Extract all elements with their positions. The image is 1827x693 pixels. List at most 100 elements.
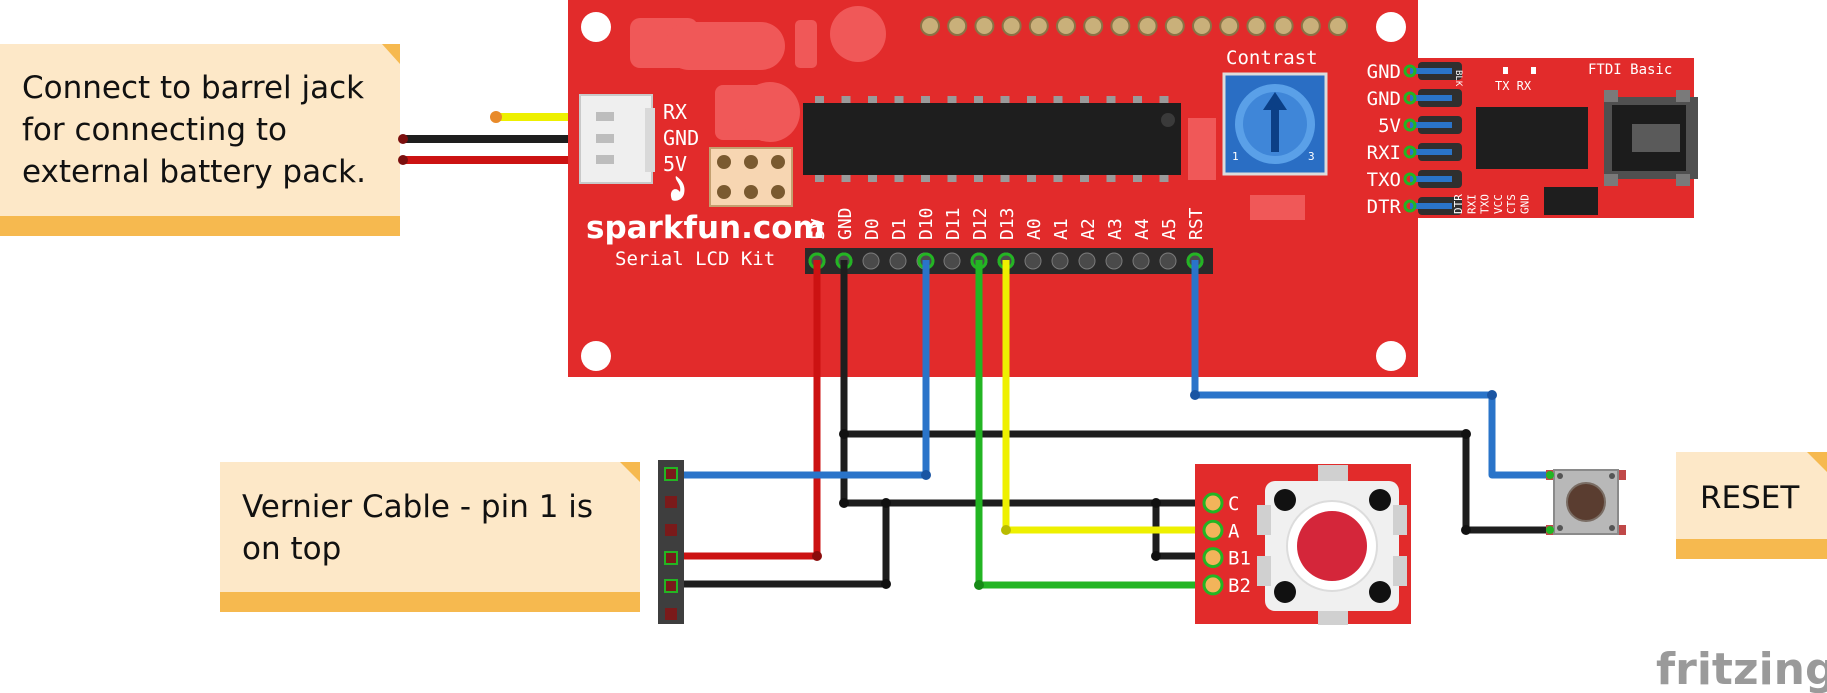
header-pin <box>943 252 961 270</box>
ftdi-pin-label: VCC <box>1492 194 1505 214</box>
brand-text: sparkfun.com <box>586 210 825 246</box>
header-pin <box>1051 252 1069 270</box>
top-pad <box>1192 16 1212 36</box>
chip-pin <box>868 96 877 105</box>
side-pin <box>1403 145 1417 159</box>
chip-pin <box>1027 173 1036 182</box>
chip-pin <box>1080 96 1089 105</box>
side-pin <box>1403 199 1417 213</box>
button-pin-label: A <box>1228 520 1240 542</box>
header-pin <box>1105 252 1123 270</box>
top-pad <box>1219 16 1240 36</box>
header-pin <box>1159 252 1177 270</box>
side-label: TXO <box>1367 169 1401 191</box>
button-pin <box>1202 574 1224 596</box>
chip-pin <box>921 96 930 105</box>
header-pin <box>862 252 880 270</box>
note-barrel-text: Connect to barrel jack for connecting to… <box>22 70 374 190</box>
button-pin <box>1202 547 1224 569</box>
chip-pin <box>1000 96 1010 105</box>
top-pad <box>1056 16 1076 36</box>
ftdi-pin-label: TXO <box>1479 194 1492 214</box>
header-label: D11 <box>943 207 964 240</box>
chip-pin <box>894 173 904 182</box>
wire-end <box>398 155 408 165</box>
button-pin <box>1202 519 1224 541</box>
sparkfun-logo: sparkfun.com Serial LCD Kit <box>586 176 825 270</box>
ftdi-pin-label: CTS <box>1505 194 1518 214</box>
wire-end <box>398 134 408 144</box>
top-pad-row <box>920 16 1348 36</box>
connector-label-gnd: GND <box>663 126 699 150</box>
chip-pin <box>1053 173 1063 182</box>
svg-text:3: 3 <box>1308 150 1315 163</box>
top-pad <box>920 16 940 36</box>
vernier-line: Vernier Cable - pin 1 is <box>242 489 593 525</box>
side-label: DTR <box>1367 196 1402 218</box>
chip-pin <box>1106 96 1116 105</box>
header-label: A1 <box>1051 218 1072 240</box>
ftdi-regulator <box>1544 187 1598 215</box>
header-label: A4 <box>1132 218 1153 240</box>
fritzing-watermark: fritzing <box>1656 644 1827 693</box>
top-pad <box>974 16 995 36</box>
chip-pin <box>921 173 930 182</box>
side-label: GND <box>1367 61 1401 83</box>
contrast-label: Contrast <box>1226 47 1318 69</box>
header-label: RST <box>1186 207 1207 240</box>
jst-connector <box>579 94 655 184</box>
chip-pin <box>947 96 957 105</box>
vernier-cable-header <box>658 460 684 624</box>
top-pad <box>1083 16 1104 36</box>
side-pin <box>1403 118 1417 132</box>
top-pad <box>1137 16 1158 36</box>
contrast-potentiometer: 1 3 <box>1222 72 1328 176</box>
top-pad <box>1246 16 1267 36</box>
chip-pin <box>974 173 983 182</box>
vernier-line: on top <box>242 531 341 567</box>
top-pad <box>1001 16 1022 36</box>
chip-pin <box>868 173 877 182</box>
svg-text:1: 1 <box>1232 150 1239 163</box>
top-pad <box>1110 16 1131 36</box>
button-cap <box>1297 511 1367 581</box>
mount-hole <box>581 341 611 371</box>
wire-gnd-c <box>840 434 1206 507</box>
mount-hole <box>1376 12 1406 42</box>
header-pin <box>1132 252 1150 270</box>
top-pad <box>1164 16 1185 36</box>
barrel-line: external battery pack. <box>22 154 366 190</box>
chip-pin <box>947 173 957 182</box>
header-label: A5 <box>1159 218 1180 240</box>
ftdi-pin-label: DTR <box>1452 194 1465 214</box>
wire-joints <box>812 390 1497 590</box>
header-label: 5V <box>808 218 829 240</box>
button-pin <box>1202 492 1224 514</box>
reset-switch <box>1546 469 1626 535</box>
header-label: GND <box>835 207 856 240</box>
side-label: GND <box>1367 88 1401 110</box>
button-pin-label: C <box>1228 493 1239 515</box>
svg-text:RX GND 5V: RX GND 5V <box>663 100 711 176</box>
mount-hole <box>1376 341 1406 371</box>
chip-pin <box>894 96 904 105</box>
connector-label-rx: RX <box>663 100 687 124</box>
side-label: RXI <box>1367 142 1401 164</box>
side-pin <box>1403 64 1417 78</box>
header-pin <box>1078 252 1096 270</box>
button-pin-label: B1 <box>1228 548 1251 570</box>
microcontroller-chip <box>803 96 1181 182</box>
ftdi-leds: TX RX <box>1495 79 1532 93</box>
chip-pin <box>1159 173 1169 182</box>
wire-end <box>490 111 502 123</box>
note-reset-text: RESET <box>1700 480 1800 516</box>
header-label: A2 <box>1078 218 1099 240</box>
chip-pin <box>974 96 983 105</box>
note-barrel-jack: Connect to barrel jack for connecting to… <box>0 44 400 236</box>
header-label: A0 <box>1024 218 1045 240</box>
chip-pin <box>841 173 851 182</box>
